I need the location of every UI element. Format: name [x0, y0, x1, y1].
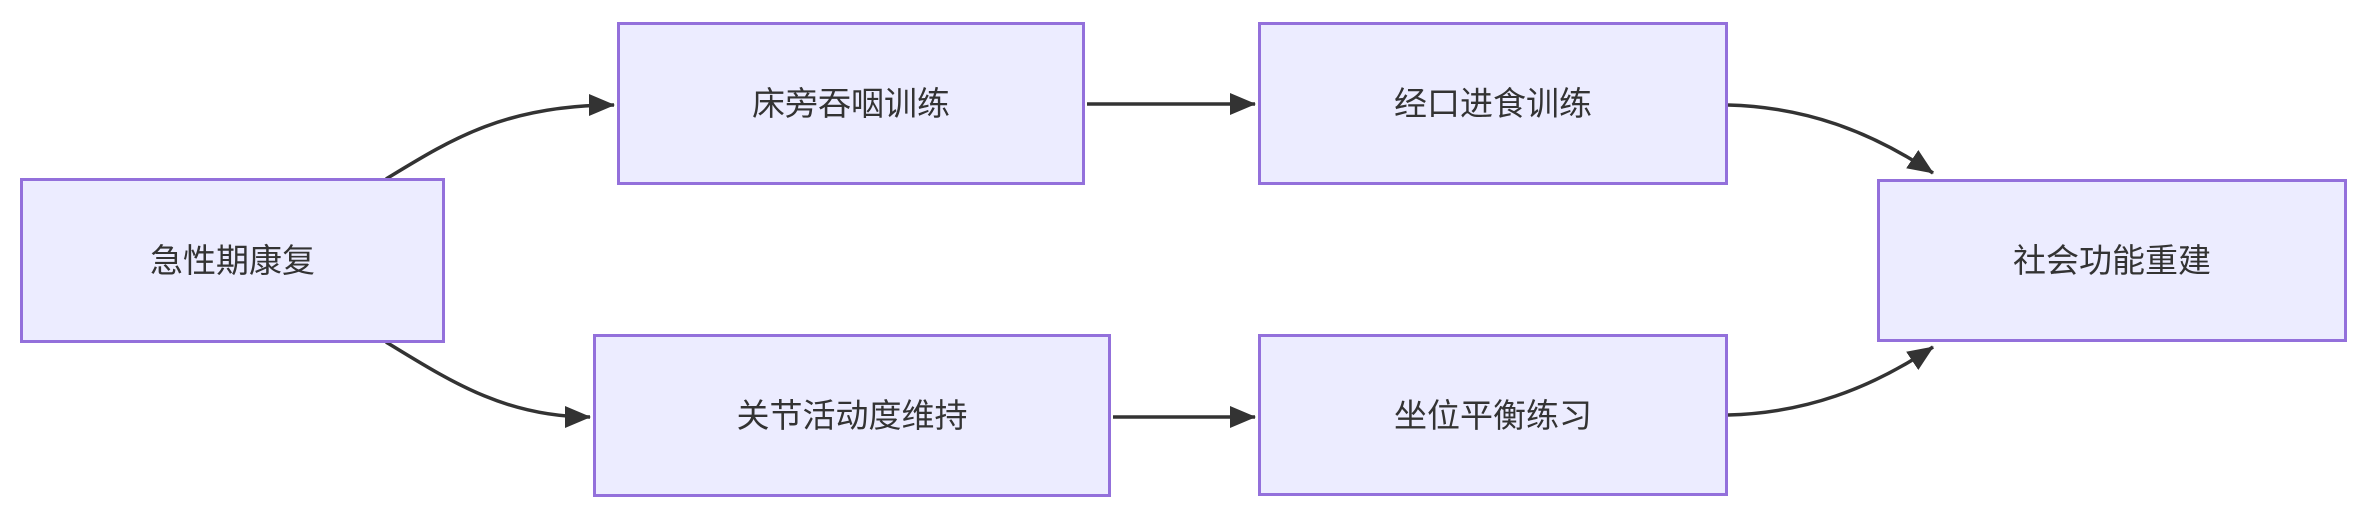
- node-label-bedside-swallow-training: 床旁吞咽训练: [752, 85, 950, 122]
- node-oral-feeding-training: 经口进食训练: [1258, 22, 1728, 185]
- edge-acute-to-swallow: [385, 94, 615, 181]
- node-label-joint-rom-maintenance: 关节活动度维持: [736, 397, 968, 434]
- node-bedside-swallow-training: 床旁吞咽训练: [617, 22, 1085, 185]
- node-acute-phase-rehab: 急性期康复: [20, 178, 445, 343]
- edge-sitting-to-social: [1727, 345, 1934, 417]
- node-label-sitting-balance-practice: 坐位平衡练习: [1394, 396, 1592, 434]
- node-social-function-rebuild: 社会功能重建: [1877, 179, 2347, 342]
- edge-acute-to-joint: [385, 340, 591, 428]
- node-label-social-function-rebuild: 社会功能重建: [2013, 242, 2211, 279]
- node-joint-rom-maintenance: 关节活动度维持: [593, 334, 1111, 497]
- node-label-acute-phase-rehab: 急性期康复: [150, 242, 315, 279]
- node-label-oral-feeding-training: 经口进食训练: [1394, 85, 1592, 122]
- node-sitting-balance-practice: 坐位平衡练习: [1258, 334, 1728, 496]
- edge-oral-to-social: [1727, 103, 1934, 175]
